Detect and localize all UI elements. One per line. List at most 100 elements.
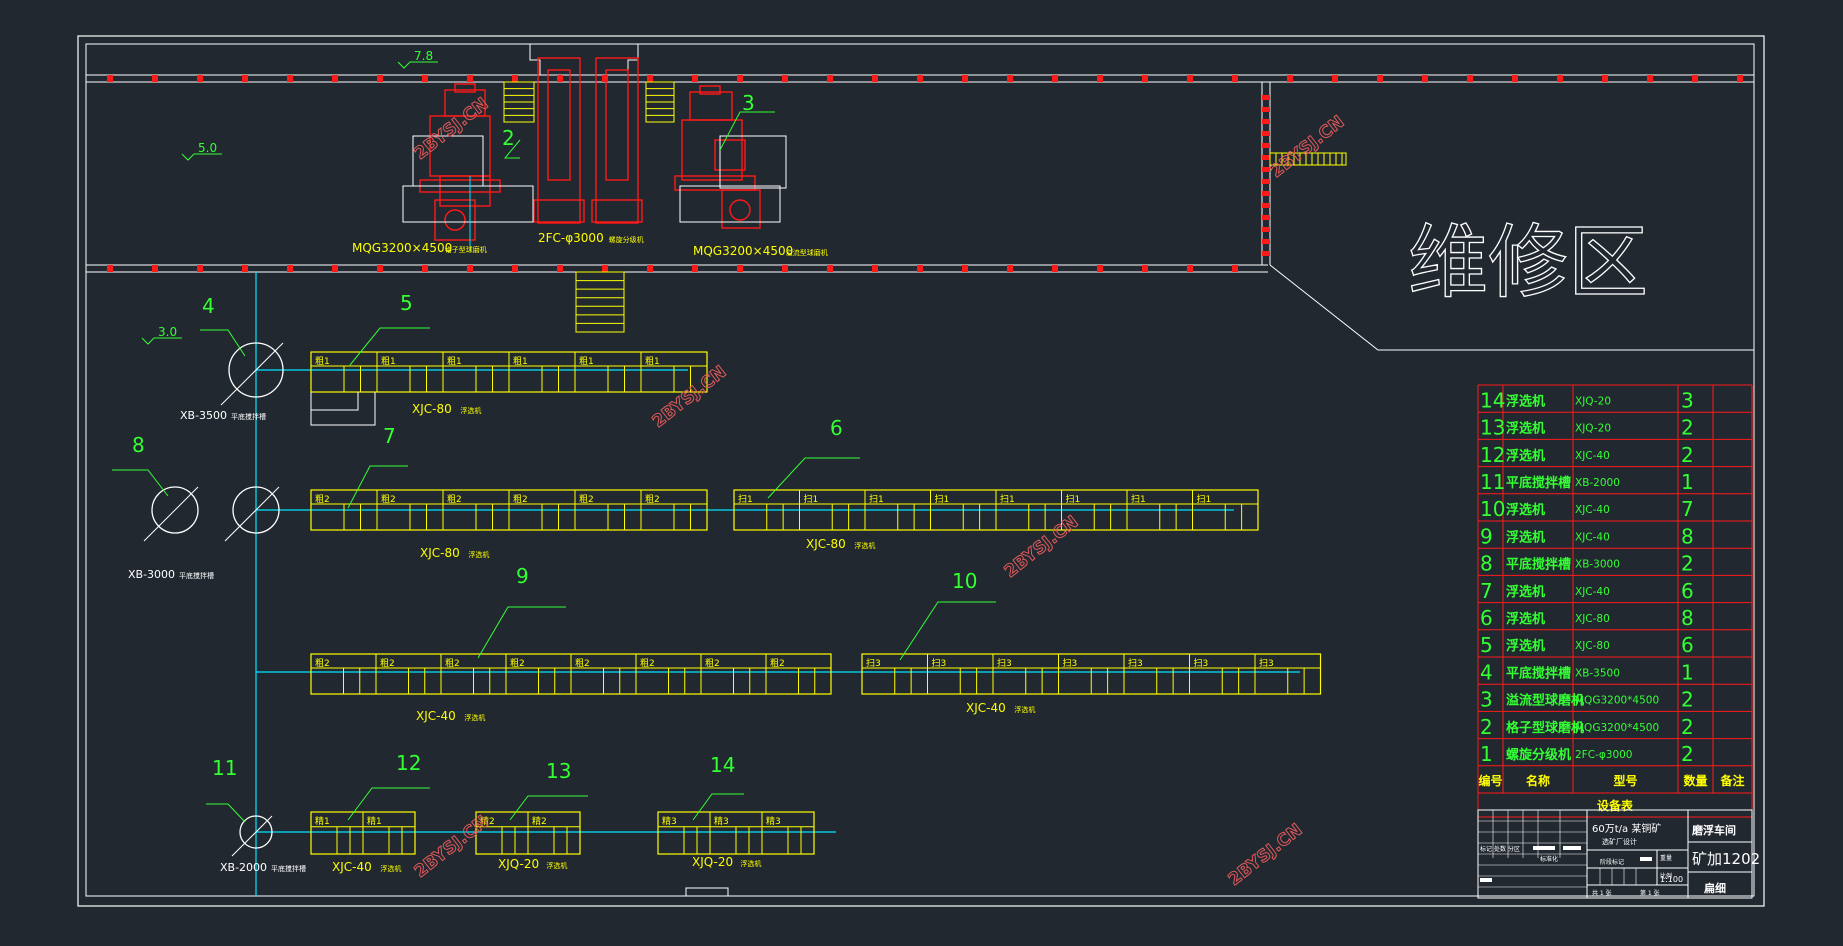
column-marker	[1287, 75, 1293, 82]
watermark-text: 2BYSJ.CN	[1001, 512, 1083, 582]
column-marker	[1262, 95, 1270, 100]
column-marker	[1052, 75, 1058, 82]
item-3-line	[719, 111, 775, 151]
cell-code: 粗1	[381, 355, 396, 367]
label-mill-left-suffix: 格子型球磨机	[445, 245, 487, 254]
table-cell-model: XB-3000	[1575, 559, 1620, 571]
table-cell-qty: 6	[1681, 579, 1694, 603]
table-cell-no: 5	[1480, 633, 1493, 657]
title-sheet-no: 第 1 张	[1640, 889, 1660, 897]
tank-circle	[232, 486, 280, 534]
tank-8b	[224, 486, 280, 542]
title-mark	[1480, 878, 1492, 882]
table-cell-model: XB-3500	[1575, 667, 1620, 679]
column-marker	[692, 265, 698, 272]
item-10-line	[899, 601, 996, 661]
cell-code: 扫1	[1131, 493, 1146, 505]
cell-code: 粗2	[315, 657, 330, 669]
item-13-line	[509, 795, 588, 821]
table-cell-name: 平底搅拌槽	[1506, 665, 1571, 681]
table-cell-no: 8	[1480, 552, 1493, 576]
bank-5-bracket	[310, 392, 376, 426]
cell-code: 扫1	[1066, 493, 1081, 505]
column-marker	[197, 265, 203, 272]
item-7-line	[347, 465, 408, 509]
table-cell-qty: 6	[1681, 633, 1694, 657]
title-block-cell: 比例	[1660, 872, 1672, 880]
table-cell-name: 平底搅拌槽	[1506, 557, 1571, 573]
column-marker	[1262, 239, 1270, 244]
item-9-line	[477, 606, 566, 659]
column-marker	[152, 75, 158, 82]
bank-5-bracket	[311, 392, 359, 411]
grinding-section	[419, 57, 761, 241]
table-cell-model: MQG3200*4500	[1575, 695, 1659, 707]
column-marker	[512, 75, 518, 82]
column-marker	[1262, 131, 1270, 136]
table-cell-name: 平底搅拌槽	[1506, 475, 1571, 491]
table-cell-name: 浮选机	[1506, 529, 1545, 545]
title-drawing-no: 矿加1202	[1692, 850, 1760, 868]
cell-code: 粗1	[315, 355, 330, 367]
table-cell-qty: 7	[1681, 497, 1694, 521]
title-mark	[1533, 846, 1555, 850]
item-12-line	[347, 787, 430, 821]
item-4-line	[200, 329, 246, 357]
item-8: 8	[132, 433, 145, 457]
column-marker	[872, 75, 878, 82]
column-marker	[1007, 75, 1013, 82]
column-marker	[422, 265, 428, 272]
cell-code: 精2	[480, 815, 495, 827]
table-cell-no: 1	[1480, 742, 1493, 766]
table-cell-model: XJC-80	[1575, 613, 1610, 625]
title-workshop: 磨浮车间	[1691, 823, 1736, 837]
table-cell-name: 浮选机	[1506, 393, 1545, 409]
cell-code: 扫3	[932, 657, 947, 669]
item-12: 12	[396, 751, 421, 775]
agitation-tanks	[143, 342, 284, 857]
column-marker	[1262, 215, 1270, 220]
column-marker	[647, 75, 653, 82]
cell-code: 精1	[367, 815, 382, 827]
table-cell-qty: 1	[1681, 660, 1694, 684]
item-13: 13	[546, 759, 571, 783]
column-marker	[1007, 265, 1013, 272]
column-marker	[1262, 227, 1270, 232]
column-marker	[287, 265, 293, 272]
cell-code: 扫1	[804, 493, 819, 505]
column-marker	[1332, 75, 1338, 82]
elevation-7-8-mark	[397, 61, 438, 69]
table-cell-model: XJC-40	[1575, 504, 1610, 516]
label-bank-7-suffix: 浮选机	[468, 550, 489, 559]
label-bank-13-suffix: 浮选机	[546, 861, 567, 870]
table-cell-qty: 2	[1681, 416, 1694, 440]
item-10: 10	[952, 569, 977, 593]
table-cell-name: 溢流型球磨机	[1506, 693, 1584, 709]
item-4: 4	[202, 294, 215, 318]
watermark-text: 2BYSJ.CN	[411, 812, 493, 882]
table-cell-name: 浮选机	[1506, 421, 1545, 437]
item-11-line	[206, 803, 246, 823]
column-marker	[602, 265, 608, 272]
cell-code: 粗2	[705, 657, 720, 669]
table-cell-name: 格子型球磨机	[1506, 720, 1584, 736]
label-bank-5: XJC-80	[412, 402, 452, 416]
column-marker	[1377, 75, 1383, 82]
column-marker	[242, 265, 248, 272]
column-marker	[1232, 75, 1238, 82]
column-marker	[287, 75, 293, 82]
column-marker	[1232, 265, 1238, 272]
table-cell-no: 3	[1480, 688, 1493, 712]
column-marker	[1692, 75, 1698, 82]
tank-4	[220, 342, 284, 406]
cell-code: 扫1	[935, 493, 950, 505]
label-bank-6: XJC-80	[806, 537, 846, 551]
cell-code: 扫3	[1128, 657, 1143, 669]
title-plan: 扁细	[1704, 881, 1726, 895]
tank-circle	[239, 815, 273, 849]
table-header: 备注	[1719, 773, 1744, 788]
elevation-7-8: 7.8	[414, 49, 433, 63]
